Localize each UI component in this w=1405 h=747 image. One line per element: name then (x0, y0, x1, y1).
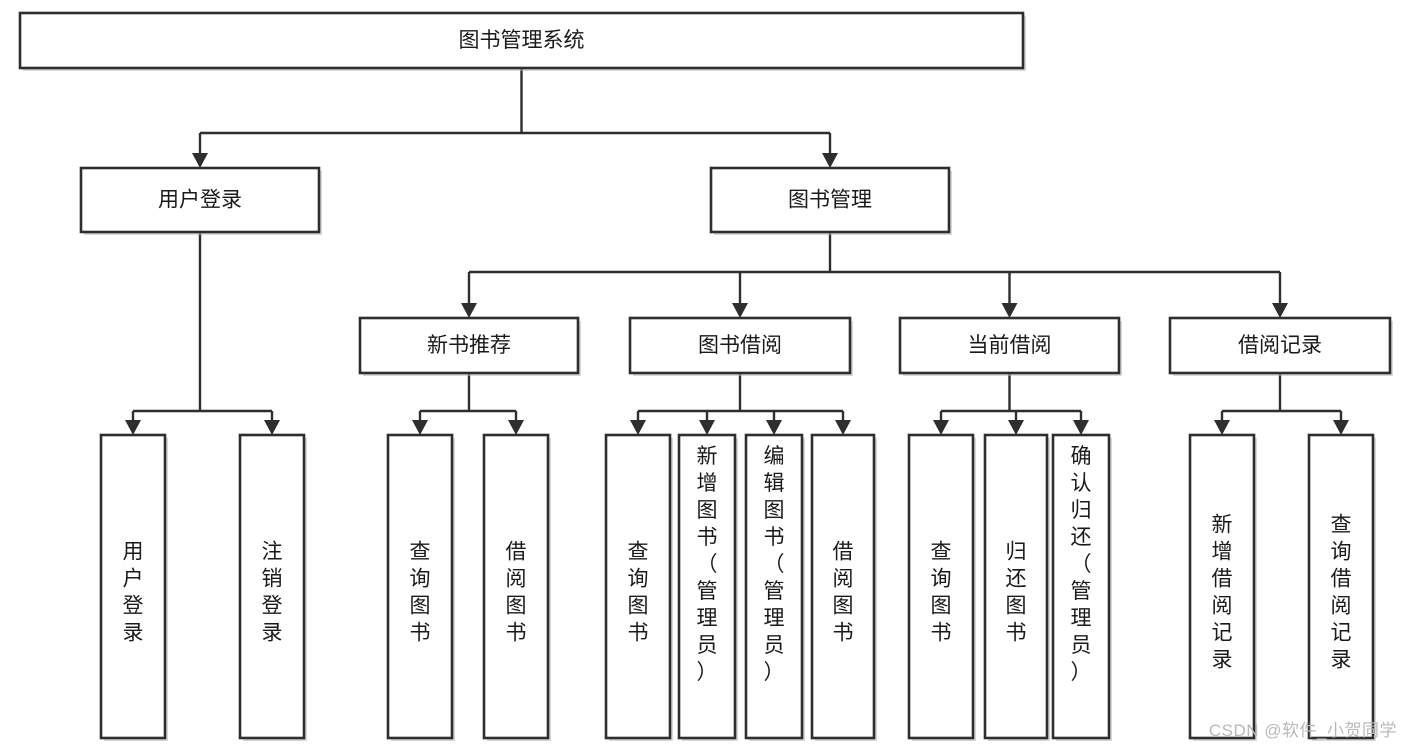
arrow-head-icon (630, 420, 646, 435)
arrow-head-icon (1214, 420, 1230, 435)
node-leaf-edit-book-admin[interactable]: 编辑图书（管理员） (744, 433, 805, 741)
node-label: 确认归还（管理员） (1071, 445, 1092, 684)
arrow-head-icon (1001, 303, 1018, 318)
node-leaf-query-book-2[interactable]: 查询图书 (604, 433, 673, 741)
node-layer: 图书管理系统用户登录图书管理新书推荐图书借阅当前借阅借阅记录用户登录注销登录查询… (18, 11, 1393, 741)
node-leaf-add-borrow-record[interactable]: 新增借阅记录 (1188, 433, 1257, 741)
arrow-head-icon (1272, 303, 1288, 318)
node-leaf-user-login[interactable]: 用户登录 (99, 433, 168, 741)
node-label: 查询借阅记录 (1331, 513, 1352, 671)
node-label: 用户登录 (158, 189, 242, 212)
arrow-head-icon (699, 420, 715, 435)
node-user-login[interactable]: 用户登录 (79, 166, 322, 235)
node-book-borrow[interactable]: 图书借阅 (628, 316, 853, 376)
node-label: 编辑图书（管理员） (764, 445, 785, 684)
arrow-head-icon (412, 420, 428, 435)
node-leaf-confirm-return-admin[interactable]: 确认归还（管理员） (1051, 433, 1112, 741)
node-label: 借阅记录 (1238, 334, 1322, 357)
arrow-head-icon (192, 153, 208, 168)
arrow-head-icon (125, 420, 141, 435)
node-label: 新书推荐 (427, 334, 511, 357)
node-root[interactable]: 图书管理系统 (18, 11, 1026, 71)
arrow-head-icon (1333, 420, 1349, 435)
arrow-head-icon (1073, 420, 1089, 435)
node-label: 新增图书（管理员） (697, 445, 718, 684)
arrow-head-icon (835, 420, 851, 435)
node-label: 新增借阅记录 (1212, 513, 1233, 671)
node-label: 借阅图书 (833, 540, 854, 644)
node-book-manage[interactable]: 图书管理 (709, 166, 952, 235)
node-leaf-return-book[interactable]: 归还图书 (983, 433, 1050, 741)
arrow-head-icon (732, 303, 748, 318)
node-new-book-rec[interactable]: 新书推荐 (358, 316, 581, 376)
node-current-borrow[interactable]: 当前借阅 (898, 316, 1122, 376)
node-label: 借阅图书 (506, 540, 527, 644)
node-label: 查询图书 (628, 540, 649, 644)
node-label: 图书借阅 (698, 334, 782, 357)
arrow-head-icon (1008, 420, 1024, 435)
node-label: 图书管理系统 (459, 29, 585, 52)
arrow-head-icon (508, 420, 524, 435)
arrow-head-icon (766, 420, 782, 435)
arrow-head-icon (822, 153, 838, 168)
csdn-watermark: CSDN @软件_小贺同学 (1208, 721, 1397, 740)
node-label: 图书管理 (788, 189, 872, 212)
arrow-head-icon (264, 420, 280, 435)
arrow-head-icon (461, 303, 477, 318)
node-leaf-query-borrow-record[interactable]: 查询借阅记录 (1307, 433, 1376, 741)
node-borrow-record[interactable]: 借阅记录 (1168, 316, 1393, 376)
arrow-head-icon (933, 420, 949, 435)
node-leaf-borrow-book-1[interactable]: 借阅图书 (482, 433, 551, 741)
node-label: 查询图书 (931, 540, 952, 644)
node-label: 注销登录 (262, 540, 283, 644)
connector-layer (125, 68, 1349, 435)
node-label: 当前借阅 (968, 334, 1052, 357)
node-label: 归还图书 (1006, 540, 1027, 644)
node-leaf-borrow-book-2[interactable]: 借阅图书 (810, 433, 877, 741)
node-leaf-query-book-1[interactable]: 查询图书 (386, 433, 455, 741)
node-leaf-query-book-3[interactable]: 查询图书 (907, 433, 976, 741)
node-label: 用户登录 (123, 540, 144, 644)
node-leaf-user-logout[interactable]: 注销登录 (238, 433, 307, 741)
node-leaf-add-book-admin[interactable]: 新增图书（管理员） (677, 433, 738, 741)
node-label: 查询图书 (410, 540, 431, 644)
